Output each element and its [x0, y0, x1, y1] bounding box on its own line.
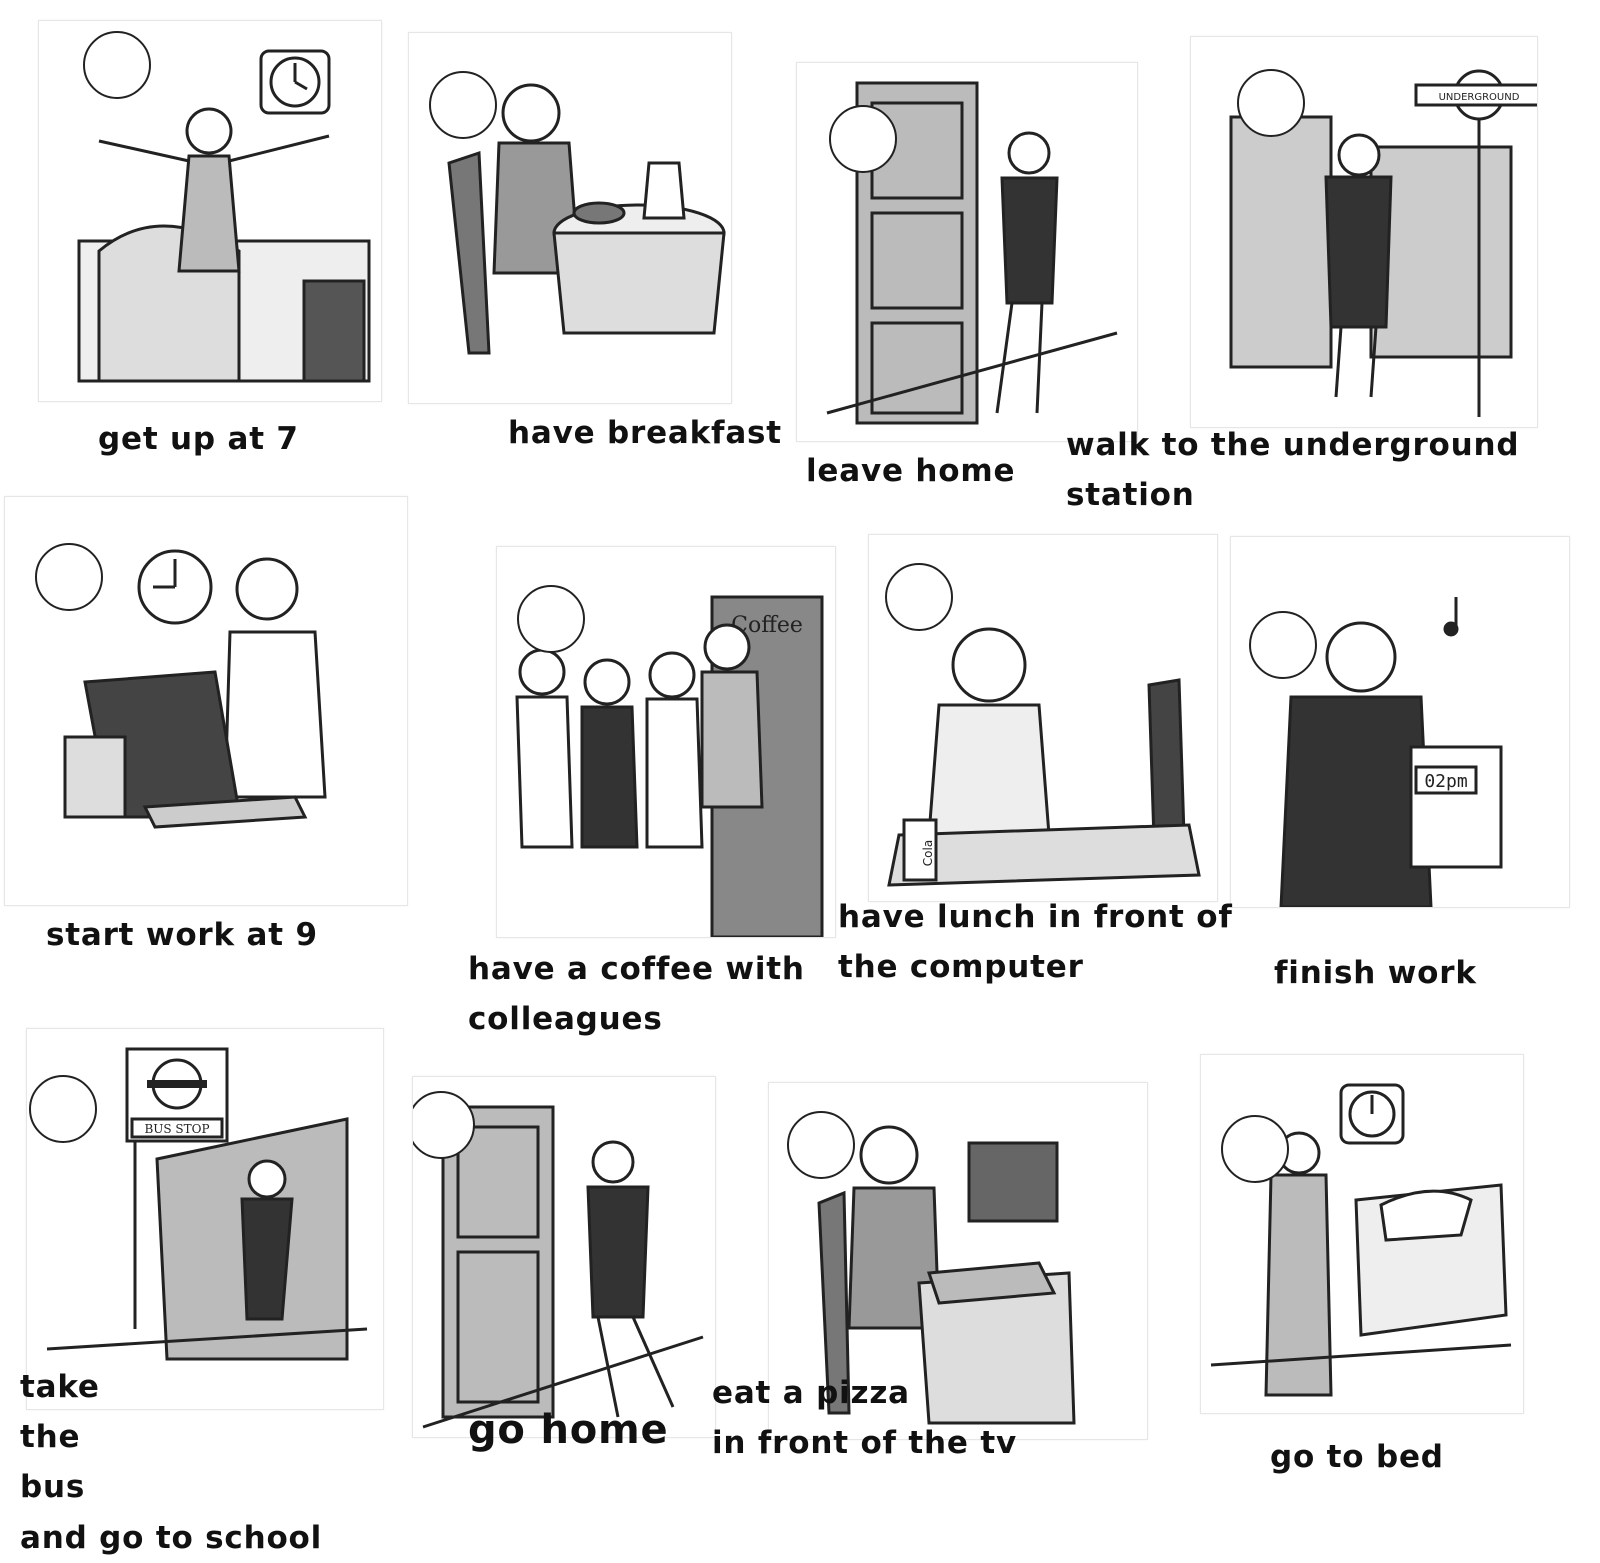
number-circle[interactable] — [429, 71, 497, 139]
man-brushing-teeth-by-bed-icon — [1210, 1083, 1512, 1397]
card-take-bus: BUS STOP — [26, 1028, 384, 1410]
yawning-man-in-bed-icon — [77, 49, 371, 383]
caption-finish-work: finish work — [1274, 955, 1477, 991]
number-circle[interactable] — [885, 563, 953, 631]
card-pizza — [768, 1082, 1148, 1440]
card-get-up — [38, 20, 382, 402]
card-lunch: Cola — [868, 534, 1218, 902]
card-go-home — [412, 1076, 716, 1438]
boy-boarding-bus-icon: BUS STOP — [46, 1047, 368, 1361]
man-at-computer-with-headset-icon — [63, 549, 327, 829]
colleagues-at-coffee-machine-icon: Coffee — [515, 595, 824, 937]
caption-go-to-bed: go to bed — [1270, 1439, 1444, 1475]
svg-text:02pm: 02pm — [1424, 771, 1467, 792]
card-start-work — [4, 496, 408, 906]
underground-station-icon: UNDERGROUND — [1229, 69, 1537, 417]
caption-breakfast: have breakfast — [508, 415, 782, 451]
caption-start-work: start work at 9 — [46, 917, 318, 953]
number-circle[interactable] — [1249, 611, 1317, 679]
man-eating-lunch-at-desk-icon: Cola — [887, 627, 1201, 887]
card-underground: UNDERGROUND — [1190, 36, 1538, 428]
number-circle[interactable] — [1221, 1115, 1289, 1183]
number-circle[interactable] — [829, 105, 897, 173]
man-unlocking-front-door-icon — [422, 1105, 704, 1429]
man-eating-pizza-watching-tv-icon — [817, 1125, 1076, 1425]
card-finish-work: 02pm — [1230, 536, 1570, 908]
number-circle[interactable] — [29, 1075, 97, 1143]
number-circle[interactable] — [517, 585, 585, 653]
card-leave-home — [796, 62, 1138, 442]
caption-go-home: go home — [468, 1407, 669, 1453]
number-circle[interactable] — [83, 31, 151, 99]
svg-text:BUS STOP: BUS STOP — [144, 1122, 209, 1136]
man-clocking-out-icon: 02pm — [1279, 597, 1503, 907]
card-coffee: Coffee — [496, 546, 836, 938]
number-circle[interactable] — [35, 543, 103, 611]
card-breakfast — [408, 32, 732, 404]
caption-leave-home: leave home — [806, 453, 1016, 489]
svg-text:Cola: Cola — [921, 840, 935, 866]
number-circle[interactable] — [413, 1091, 475, 1159]
man-eating-breakfast-icon — [447, 83, 726, 355]
caption-get-up: get up at 7 — [98, 421, 299, 457]
number-circle[interactable] — [1237, 69, 1305, 137]
number-circle[interactable] — [787, 1111, 855, 1179]
svg-text:UNDERGROUND: UNDERGROUND — [1439, 92, 1520, 103]
card-go-to-bed — [1200, 1054, 1524, 1414]
